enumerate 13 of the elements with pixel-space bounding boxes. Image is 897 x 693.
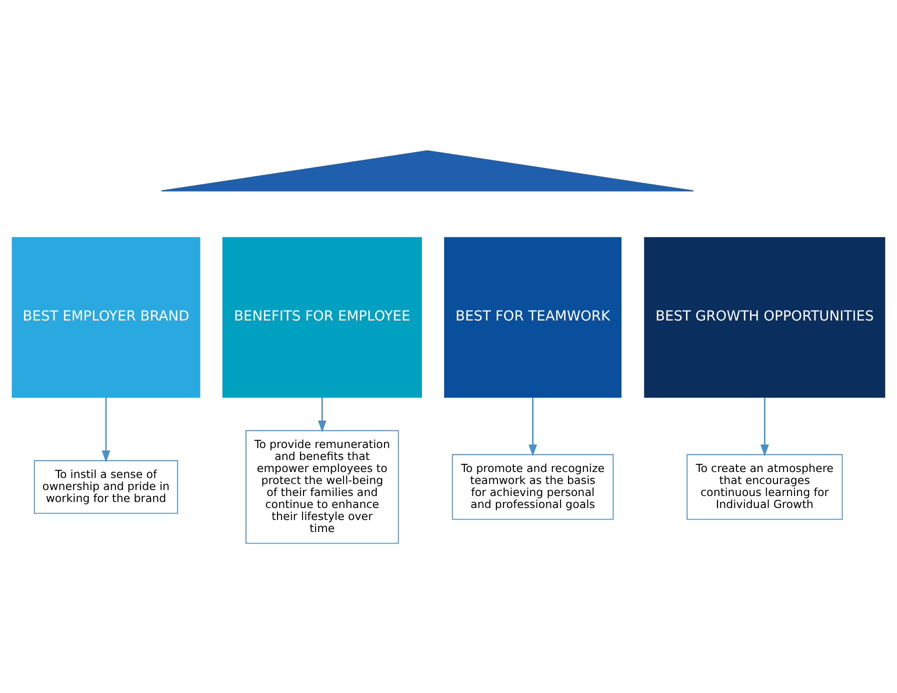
arrow [318,397,326,432]
node-box: To provide remuneration and benefits that empower employees to protect the well-being of their families and continue to enhance their lifestyle over time [246,430,399,544]
arrow [102,397,110,462]
node-box: BEST EMPLOYER BRAND [12,236,200,398]
node-box: To create an atmosphere that encourages continuous learning for Individual Growth [686,454,843,520]
node-box: BEST FOR TEAMWORK [444,236,622,398]
node-box: BENEFITS FOR EMPLOYEE [222,236,422,398]
node-box: BEST GROWTH OPPORTUNITIES [644,236,886,398]
node-box: To instil a sense of ownership and pride in working for the brand [34,460,178,514]
arrow [760,397,769,456]
node-box: To promote and recognize teamwork as the basis for achieving personal and professional goals [452,454,614,520]
node-triangle [160,150,694,191]
arrow [528,397,537,456]
